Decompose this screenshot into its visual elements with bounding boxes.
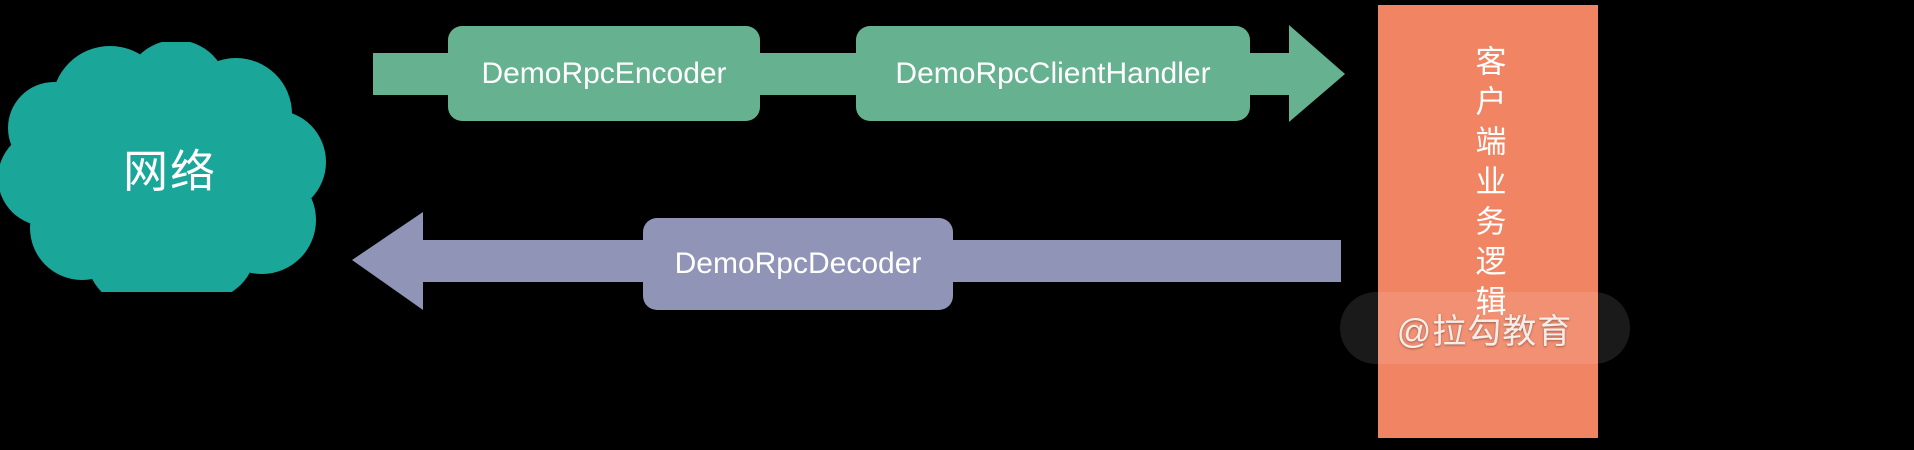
pipeline-node-encoder[interactable]: DemoRpcEncoder	[448, 26, 760, 121]
pipeline-node-encoder-label: DemoRpcEncoder	[481, 56, 727, 90]
pipeline-node-client-handler[interactable]: DemoRpcClientHandler	[856, 26, 1250, 121]
network-cloud: 网络	[0, 42, 330, 292]
outbound-flow-row: DemoRpcEncoder DemoRpcClientHandler	[0, 0, 1914, 160]
watermark-pill	[1340, 292, 1630, 364]
client-business-logic-label: 客户端业务逻辑	[1470, 45, 1506, 325]
client-business-logic-panel[interactable]: 客户端业务逻辑	[1378, 5, 1598, 438]
watermark-text: @拉勾教育	[1396, 312, 1573, 351]
pipeline-node-decoder[interactable]: DemoRpcDecoder	[643, 218, 953, 310]
cloud-shape	[0, 42, 326, 292]
network-cloud-label: 网络	[122, 145, 217, 197]
inbound-flow-row: DemoRpcDecoder	[0, 200, 1914, 380]
pipeline-node-client-handler-label: DemoRpcClientHandler	[895, 56, 1211, 90]
client-business-logic-label-box: 客户端业务逻辑	[1378, 45, 1598, 345]
pipeline-node-decoder-label: DemoRpcDecoder	[674, 247, 922, 280]
inbound-arrow-icon	[352, 212, 1341, 310]
